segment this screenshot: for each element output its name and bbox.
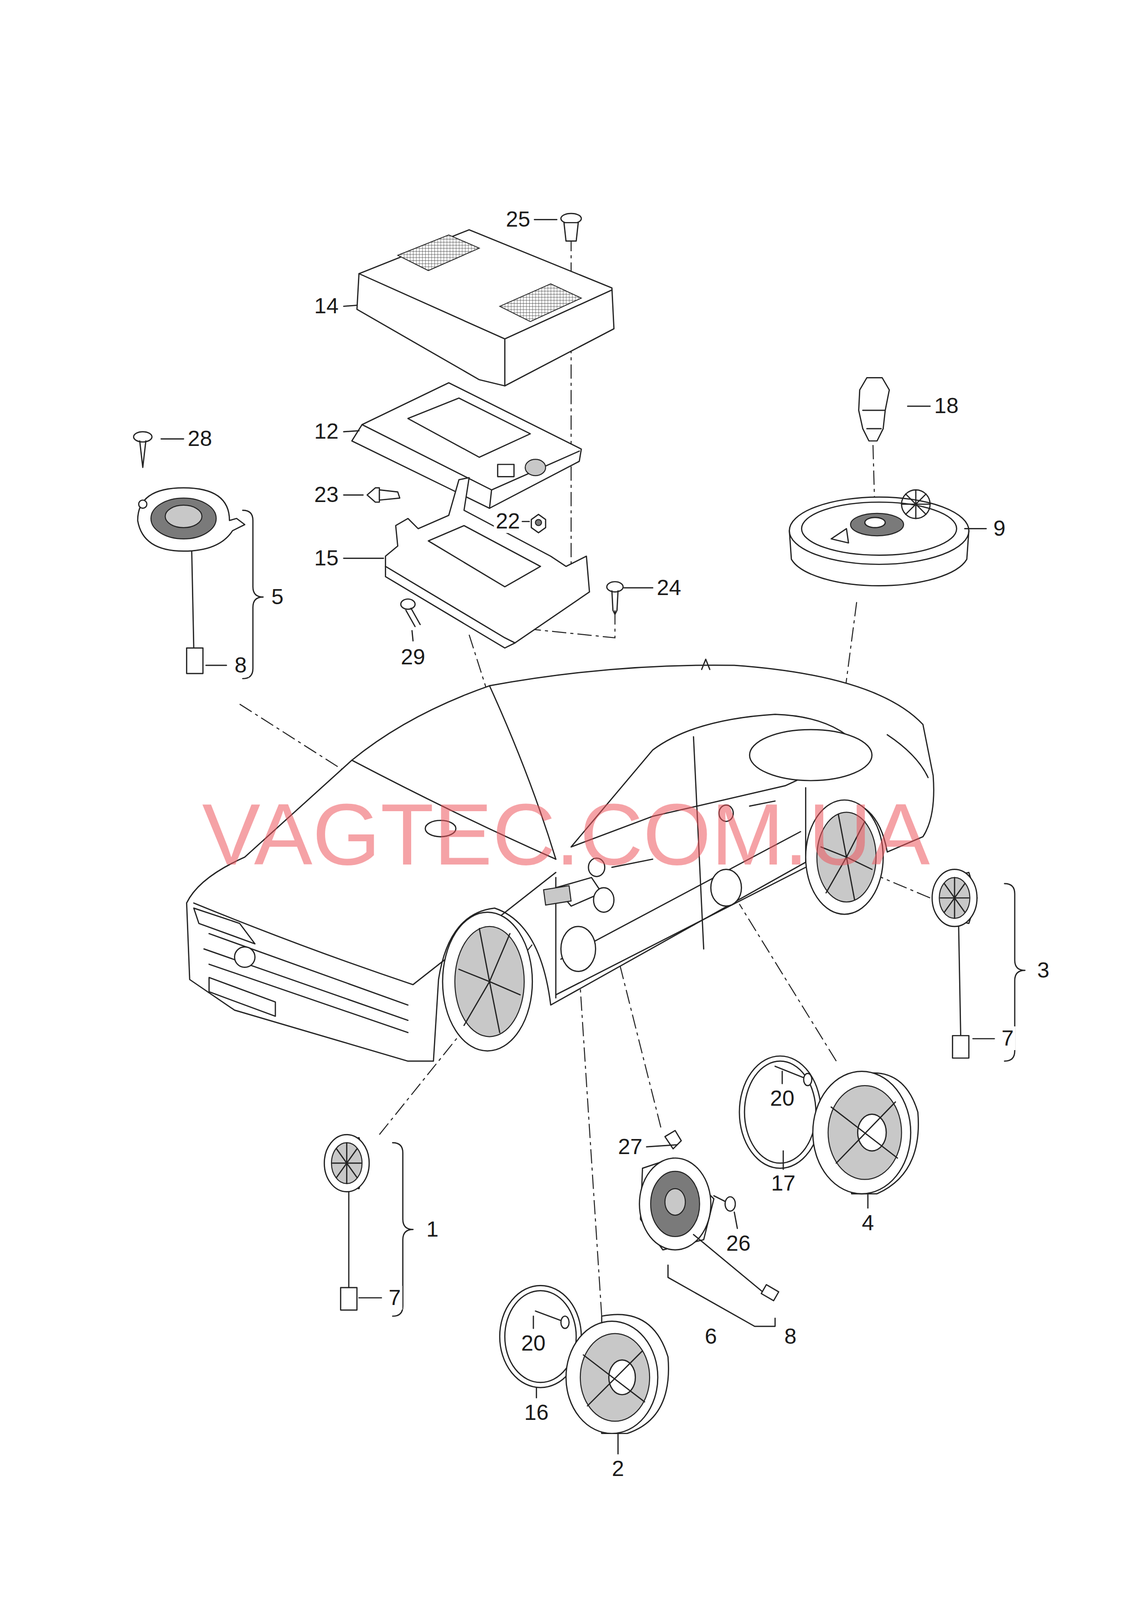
callout-number: 5 — [269, 584, 286, 609]
callout-number: 12 — [312, 419, 341, 444]
midrange-6 — [639, 1130, 780, 1327]
subwoofer-9 — [789, 377, 970, 586]
callout-number: 2 — [609, 1456, 626, 1481]
callout-number: 8 — [232, 653, 249, 677]
callout-number: 14 — [312, 294, 341, 318]
callout-number: 9 — [991, 516, 1008, 541]
tweeter-3 — [932, 869, 1026, 1062]
callout-number: 27 — [616, 1134, 645, 1159]
callout-number: 15 — [312, 546, 341, 570]
callout-number: 18 — [932, 393, 961, 418]
watermark: VAGTEC.COM.UA — [201, 790, 930, 878]
callout-number: 25 — [504, 207, 532, 232]
leader-lines — [160, 219, 995, 1454]
callout-number: 1 — [424, 1217, 441, 1241]
callout-number: 3 — [1035, 958, 1052, 982]
callout-number: 24 — [655, 575, 683, 600]
callout-number: 22 — [493, 509, 522, 533]
speaker-5 — [137, 487, 264, 679]
callout-number: 8 — [782, 1324, 799, 1348]
callout-number: 23 — [312, 482, 341, 507]
callout-number: 20 — [768, 1086, 796, 1111]
callout-number: 28 — [185, 426, 214, 451]
callout-number: 4 — [859, 1210, 876, 1235]
woofer-4 — [739, 1055, 919, 1194]
callout-number: 26 — [724, 1231, 753, 1255]
tweeter-1 — [324, 1134, 414, 1316]
callout-number: 29 — [398, 645, 427, 669]
amplifier-assembly — [351, 229, 615, 648]
callout-number: 6 — [702, 1324, 719, 1348]
callout-number: 16 — [522, 1400, 551, 1425]
callout-number: 20 — [519, 1331, 548, 1355]
woofer-2 — [499, 1285, 669, 1433]
car-outline — [186, 659, 934, 1061]
fasteners — [133, 213, 624, 627]
callout-number: 7 — [999, 1026, 1016, 1050]
callout-number: 17 — [769, 1171, 797, 1195]
callout-number: 7 — [386, 1285, 403, 1310]
